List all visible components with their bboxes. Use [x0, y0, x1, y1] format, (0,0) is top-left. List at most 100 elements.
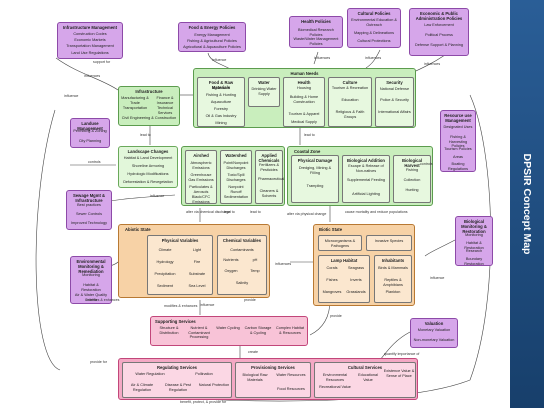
node-biotic-state: Biotic State Microorganisms & Pathogens …: [313, 224, 415, 306]
link-label: lead to: [224, 210, 235, 214]
node-food-energy-policies: Food & Energy Policies Energy Management…: [178, 22, 246, 52]
node-item: Nutrient & Contaminant Processing: [188, 326, 210, 339]
arrow-culture-to-needs: [365, 49, 381, 69]
group-watershed: Watershed Point/Nonpoint Discharges Toxi…: [220, 150, 252, 204]
node-admin-policies: Economic & Public Administration Policie…: [409, 8, 469, 56]
node-infrastructure: Infrastructure Manufacturing & Trade Fin…: [118, 86, 180, 126]
node-item: Environmental Education & Outreach: [351, 18, 397, 27]
node-landuse-management: Landuse Management Permitting & Zoning C…: [70, 118, 110, 148]
link-label: controls: [420, 162, 433, 166]
link-label: influences: [84, 74, 101, 78]
link-label: alter via chemical discharge: [186, 210, 231, 214]
node-item: National Defense: [379, 87, 410, 91]
node-abiotic-state: Abiotic State Physical Variables Climate…: [118, 224, 270, 298]
node-item: City Planning: [78, 139, 102, 143]
node-coastal-zone: Coastal Zone Physical Damage Dredging, M…: [287, 146, 433, 206]
node-item: Mapping & Delineations: [353, 31, 395, 35]
node-item: Black/CFC Emissions: [191, 195, 211, 204]
node-item: Point/Nonpoint Discharges: [223, 161, 249, 170]
node-item: Reptiles & Amphibians: [383, 278, 403, 287]
node-item: Sea Level: [188, 284, 206, 288]
node-title: Sewage Mgmt & Infrastructure: [72, 193, 106, 203]
group-physical-damage: Physical Damage Dredging, Mining & Filli…: [291, 155, 339, 203]
group-airshed: Airshed Atmospheric Emissions Greenhouse…: [185, 150, 217, 204]
node-title: Landuse Management: [77, 121, 103, 131]
node-human-needs: Human Needs Food & Raw Materials Agricul…: [193, 68, 416, 128]
node-item: Housing: [297, 86, 311, 90]
node-item: Structure & Distribution: [159, 326, 179, 335]
group-title: Watershed: [225, 153, 247, 158]
node-item: Educational Value: [358, 373, 378, 382]
node-item: Hydrologic Modifications: [127, 172, 169, 176]
group-title: Cultural Services: [347, 365, 383, 370]
node-item: Religious & Faith Groups: [335, 110, 365, 119]
node-item: Oxygen: [224, 269, 238, 273]
arrow-health-to-needs: [313, 51, 319, 65]
node-item: Sediment: [156, 284, 174, 288]
node-item: Medical Supply: [291, 120, 317, 124]
node-item: Fishing & Agricultural Policies: [187, 39, 237, 43]
group-title: Chemical Variables: [222, 238, 262, 243]
node-item: Substrate: [188, 272, 206, 276]
node-item: Political Process: [425, 33, 453, 37]
node-supporting-services: Supporting Services Structure & Distribu…: [150, 316, 308, 346]
node-item: Disease & Pest Regulation: [165, 383, 191, 392]
node-environmental-monitoring: Environmental Monitoring & Remediation M…: [70, 256, 112, 304]
group-food-raw-materials: Food & Raw Materials Agriculture Fishing…: [197, 77, 245, 127]
node-item: Transportation Management: [66, 44, 114, 48]
node-item: Manufacturing & Trade: [121, 96, 149, 105]
node-item: Carbon Storage & Cycling: [244, 326, 272, 335]
link-label: alter via physical change: [287, 212, 327, 216]
node-item: International Affairs: [378, 110, 411, 114]
node-item: Nonpoint Runoff: [228, 185, 244, 194]
group-chemical-variables: Chemical Variables Contaminants Nutrient…: [217, 235, 267, 295]
link-label: influences: [424, 62, 441, 66]
node-item: Light: [192, 248, 202, 252]
group-title: Applied Chemicals: [258, 153, 280, 163]
node-cultural-policies: Cultural Policies Environmental Educatio…: [347, 8, 401, 48]
arrow-feedback-loop-right: [179, 94, 491, 402]
node-item: Fishes: [326, 278, 338, 282]
node-item: Fishing & Harvesting Policies: [448, 135, 468, 148]
node-item: Habitat & Restoration: [464, 241, 484, 250]
node-item: Fertilizers & Pesticides: [258, 163, 280, 172]
node-item: Police & Security: [380, 98, 409, 102]
node-item: Building & Home Construction: [289, 95, 319, 104]
arrow-infra-mgmt-to-infrastructure: [55, 57, 119, 91]
node-item: Trampling: [306, 184, 324, 188]
node-item: Salinity: [235, 281, 249, 285]
node-item: Deforestation & Revegetation: [123, 180, 173, 184]
link-label: influence: [430, 276, 445, 280]
group-security: Security National Defense Police & Secur…: [375, 77, 414, 127]
arrow-feedback-loop-left: [35, 109, 61, 371]
node-item: Corals: [326, 266, 338, 270]
link-label: create: [248, 350, 258, 354]
node-item: Air & Climate Regulation: [130, 383, 154, 392]
node-item: Plankton: [385, 290, 401, 294]
node-item: Economic Markets: [74, 38, 106, 42]
node-item: Inverts: [350, 278, 362, 282]
node-title: Valuation: [424, 321, 444, 326]
node-title: Abiotic State: [125, 227, 151, 232]
group-title: Inhabitants: [381, 258, 405, 263]
node-item: Water Cycling: [216, 326, 240, 330]
node-item: Recreational Value: [319, 385, 351, 389]
node-resource-management: Resource use Management Designated Uses …: [440, 110, 476, 172]
node-item: Contaminants: [230, 248, 254, 252]
node-item: Law Enforcement: [424, 23, 454, 27]
node-sewage-management: Sewage Mgmt & Infrastructure Best practi…: [66, 190, 112, 230]
node-item: Drinking Water Supply: [251, 87, 277, 96]
node-item: Tourism & Apparel: [288, 112, 320, 116]
link-label: lead to: [140, 133, 151, 137]
node-item: Cultural Protections: [357, 39, 391, 43]
node-valuation: Valuation Monetary Valuation Non-monetar…: [410, 318, 458, 348]
node-item: Natural Protection: [198, 383, 230, 387]
node-title: Biotic State: [319, 227, 343, 232]
group-title: Physical Damage: [297, 158, 333, 163]
group-title: Airshed: [193, 153, 209, 158]
node-item: Boundary Restoration: [464, 257, 484, 266]
node-item: Fishing & Hunting: [206, 93, 236, 97]
node-title: Health Policies: [301, 19, 331, 24]
node-item: Water Resources: [276, 373, 306, 377]
node-item: Agriculture: [211, 86, 231, 90]
